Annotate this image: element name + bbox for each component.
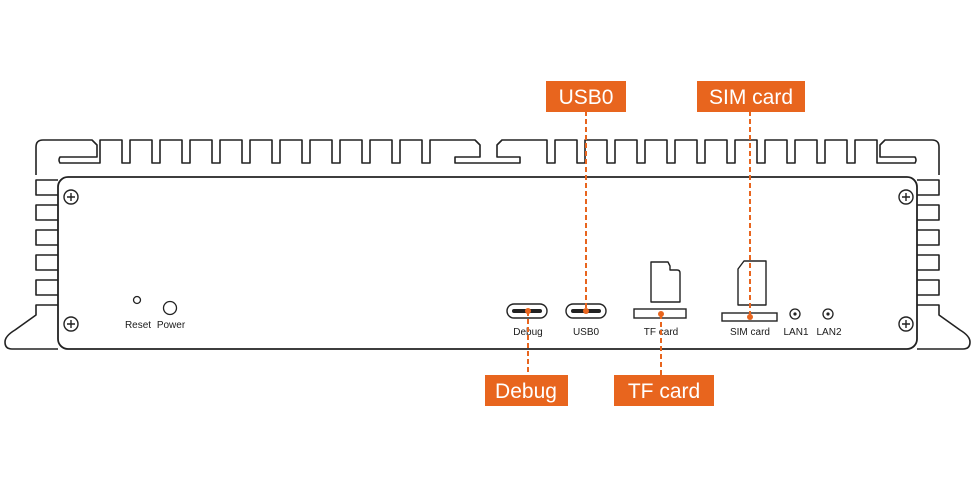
debug-label: Debug [513, 327, 542, 338]
power-button[interactable] [162, 300, 178, 316]
sim-card-leader-dot [747, 314, 753, 320]
heatsink-right-fins [917, 179, 971, 350]
tf-card-leader-dot [658, 311, 664, 317]
lan1-led [789, 308, 801, 320]
sim-card-icon [737, 260, 767, 306]
usb0-callout: USB0 [546, 81, 626, 112]
sim-card-callout: SIM card [697, 81, 805, 112]
screw-icon [63, 189, 79, 205]
screw-icon [898, 189, 914, 205]
screw-icon [63, 316, 79, 332]
heatsink-top-fins [35, 139, 940, 175]
power-label: Power [157, 320, 186, 331]
screw-icon [898, 316, 914, 332]
tf-card-callout: TF card [614, 375, 714, 406]
debug-leader-dot [525, 308, 531, 314]
debug-callout: Debug [485, 375, 568, 406]
front-panel [57, 176, 918, 350]
tf-card-callout-text: TF card [628, 380, 700, 403]
reset-label: Reset [125, 320, 151, 331]
usb0-leader-dot [583, 308, 589, 314]
usb0-callout-text: USB0 [559, 86, 614, 109]
lan1-label: LAN1 [783, 327, 808, 338]
sim-card-callout-text: SIM card [709, 86, 793, 109]
tf-card-icon [650, 261, 681, 303]
heatsink-left-fins [4, 179, 58, 350]
usb0-label: USB0 [573, 327, 600, 338]
callout-leaders [527, 111, 751, 375]
lan2-label: LAN2 [816, 327, 841, 338]
reset-button[interactable] [132, 295, 142, 305]
lan2-led [822, 308, 834, 320]
debug-callout-text: Debug [495, 380, 557, 403]
sim-card-label: SIM card [730, 327, 770, 338]
